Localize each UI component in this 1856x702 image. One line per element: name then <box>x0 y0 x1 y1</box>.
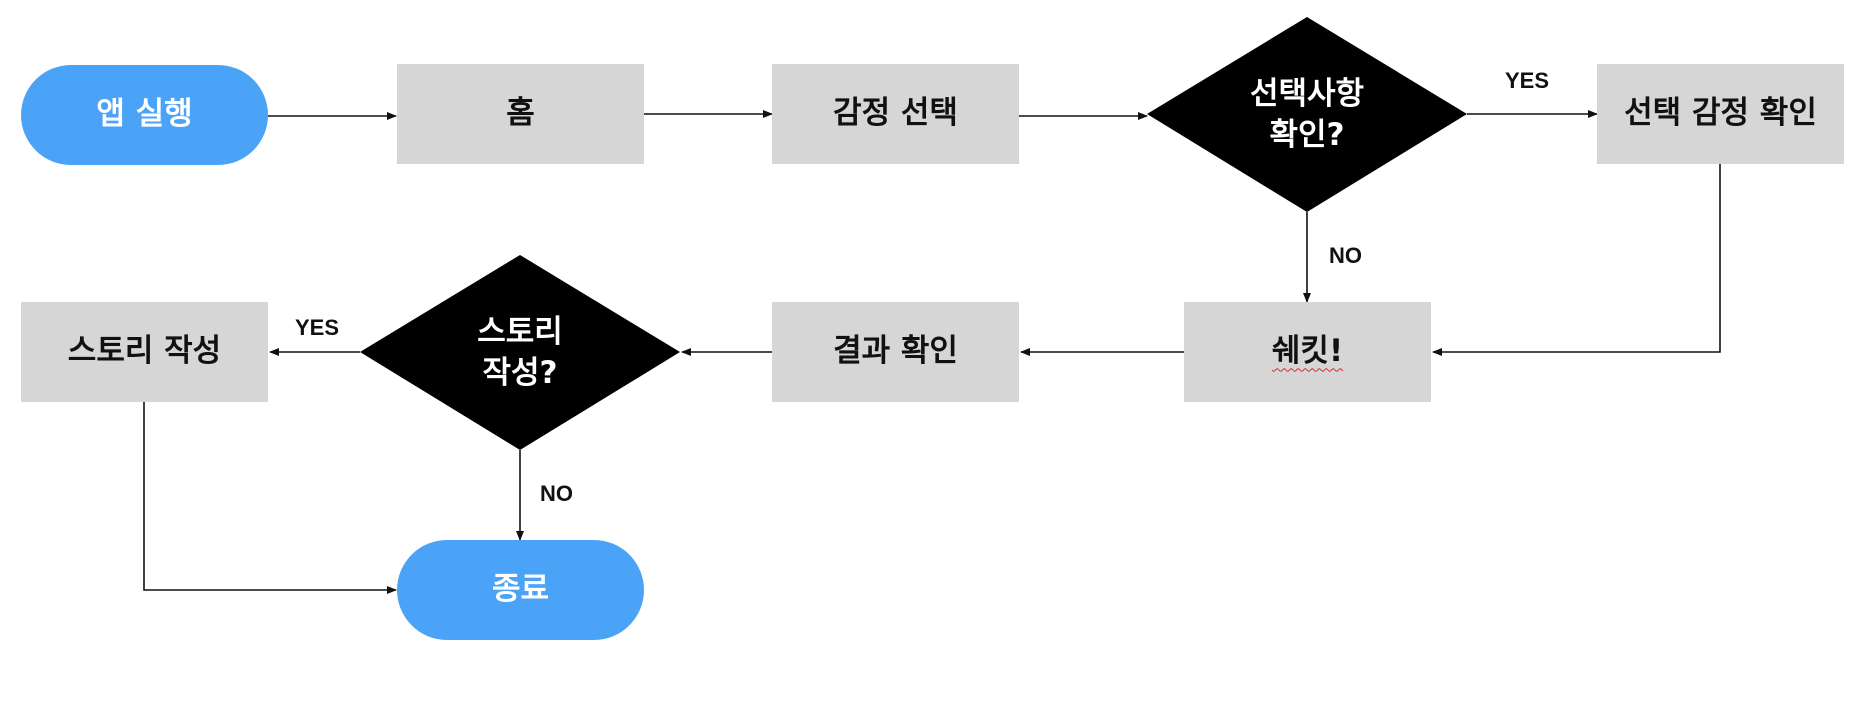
result-node: 결과 확인 <box>772 302 1019 402</box>
home-node: 홈 <box>397 64 644 164</box>
emotion-select-node: 감정 선택 <box>772 64 1019 164</box>
story-write-node: 스토리 작성 <box>21 302 268 402</box>
home-node-label: 홈 <box>506 95 535 132</box>
emotion-select-node-label: 감정 선택 <box>833 95 958 132</box>
story-no-label: NO <box>540 481 573 506</box>
shake-node-label: 쉐킷! <box>1271 333 1344 370</box>
confirm-emotion-node-label: 선택 감정 확인 <box>1624 95 1817 132</box>
end-node: 종료 <box>397 540 644 640</box>
confirm-decision-shape <box>1147 17 1467 212</box>
story-decision-label-line2: 작성? <box>482 354 558 391</box>
story-write-node-label: 스토리 작성 <box>67 333 222 370</box>
story-decision-shape <box>360 255 680 450</box>
story-decision-label-line1: 스토리 <box>477 314 563 351</box>
confirm-decision-node: 선택사항 확인? <box>1147 17 1467 212</box>
confirm-emotion-node: 선택 감정 확인 <box>1597 64 1844 164</box>
story-yes-label: YES <box>295 315 340 340</box>
confirm-decision-label-line1: 선택사항 <box>1249 76 1365 113</box>
start-node-label: 앱 실행 <box>96 96 193 133</box>
edge-confirm-shake <box>1432 164 1721 356</box>
shake-node: 쉐킷! <box>1184 302 1431 402</box>
end-node-label: 종료 <box>491 571 550 608</box>
result-node-label: 결과 확인 <box>833 333 958 370</box>
confirm-no-label: NO <box>1329 243 1362 268</box>
confirm-yes-label: YES <box>1505 68 1550 93</box>
confirm-decision-label-line2: 확인? <box>1269 116 1345 153</box>
start-node: 앱 실행 <box>21 65 268 165</box>
story-decision-node: 스토리 작성? <box>360 255 680 450</box>
edge-story-end <box>143 402 397 594</box>
